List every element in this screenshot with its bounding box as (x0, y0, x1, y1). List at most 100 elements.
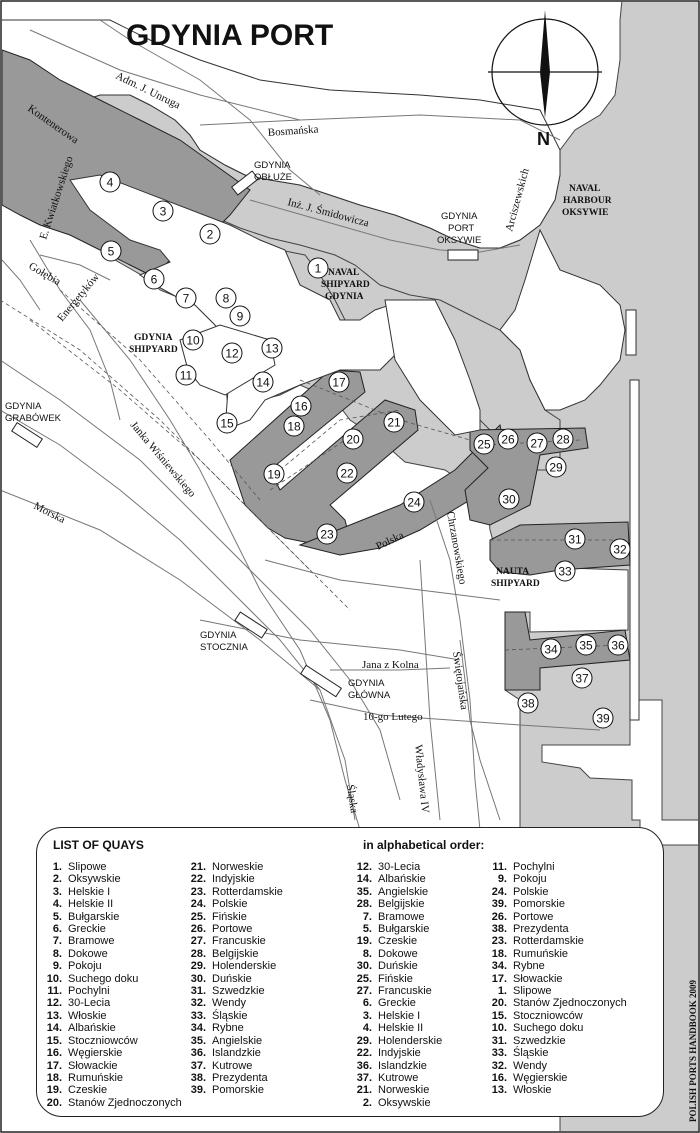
quay-marker-number: 34 (544, 642, 558, 656)
quay-marker-number: 21 (387, 415, 401, 429)
quay-list-item: 24.Polskie (482, 886, 627, 898)
quay-number: 9. (497, 873, 507, 886)
quay-name: Włoskie (68, 1009, 107, 1022)
quay-number: 25. (356, 972, 372, 985)
quay-list-item: 13.Włoskie (482, 1084, 627, 1096)
quay-name: Polskie (212, 898, 248, 911)
quay-marker-2: 2 (199, 223, 221, 245)
quay-list-item: 17.Słowackie (37, 1060, 182, 1072)
quay-marker-number: 5 (108, 244, 115, 258)
label-glowna-2: GŁÓWNA (348, 690, 391, 701)
quay-name: Helskie I (68, 885, 111, 898)
quay-number: 10. (46, 972, 62, 985)
quay-list-item: 5.Bułgarskie (347, 923, 442, 935)
label-nauta-2: SHIPYARD (491, 579, 540, 589)
quay-number: 39. (491, 898, 507, 911)
quay-marker-number: 39 (596, 711, 610, 725)
quay-name: Rybne (212, 1022, 244, 1035)
quay-marker-circle (199, 223, 221, 245)
quay-list-item: 37.Kutrowe (347, 1072, 442, 1084)
quay-marker-number: 16 (294, 399, 308, 413)
quay-marker-4: 4 (99, 171, 121, 193)
quay-name: Prezydenta (212, 1071, 268, 1084)
quay-list-item: 8.Dokowe (347, 948, 442, 960)
quay-number: 13. (46, 1009, 62, 1022)
label-naval-shipyard-2: SHIPYARD (321, 280, 370, 290)
quay-name: Pomorskie (513, 898, 565, 911)
quay-number: 7. (52, 935, 62, 948)
quay-name: Suchego doku (68, 972, 139, 985)
station-buildings (11, 170, 479, 698)
quay-number: 17. (46, 1059, 62, 1072)
quay-marker-number: 25 (477, 437, 491, 451)
quay-list-item: 26.Portowe (482, 911, 627, 923)
quay-list-item: 11.Pochylni (37, 985, 182, 997)
quay-number: 18. (491, 947, 507, 960)
quay-number: 23. (491, 935, 507, 948)
quay-name: Albańskie (68, 1022, 116, 1035)
quay-number: 16. (46, 1047, 62, 1060)
quay-number: 37. (190, 1059, 206, 1072)
quay-name: Slipowe (513, 985, 552, 998)
quay-number: 11. (47, 985, 62, 998)
quay-number: 6. (52, 923, 62, 936)
quay-name: Rumuńskie (68, 1071, 124, 1084)
quay-number: 30. (356, 960, 372, 973)
map-credit: POLISH PORTS HANDBOOK 2009 (688, 980, 698, 1122)
quay-marker-number: 29 (549, 460, 563, 474)
quay-list-item: 17.Słowackie (482, 973, 627, 985)
quay-list-item: 9.Pokoju (482, 873, 627, 885)
quay-marker-circle (152, 200, 174, 222)
quay-marker-15: 15 (216, 412, 238, 434)
breakwater-north (625, 309, 637, 356)
quay-marker-circle (498, 488, 520, 510)
quay-number: 34. (491, 960, 507, 973)
quay-marker-circle (182, 329, 204, 351)
quay-number: 7. (362, 910, 372, 923)
quay-list-item: 30.Duńskie (347, 960, 442, 972)
quay-list-item: 22.Indyjskie (181, 873, 283, 885)
facility-labels: NAVAL HARBOUR OKSYWIE NAVAL SHIPYARD GDY… (129, 184, 612, 589)
quay-name: Prezydenta (513, 923, 569, 936)
quay-list-item: 20.Stanów Zjednoczonych (37, 1097, 182, 1109)
quay-list-item: 1.Slipowe (482, 985, 627, 997)
quay-number: 21. (190, 861, 206, 873)
quay-marker-33: 33 (554, 560, 576, 582)
quay-list-item: 26.Portowe (181, 923, 283, 935)
quay-name: Helskie II (68, 898, 114, 911)
quay-marker-number: 1 (315, 261, 322, 275)
quay-marker-number: 28 (556, 432, 570, 446)
quay-number: 16. (491, 1071, 507, 1084)
quay-list-item: 24.Polskie (181, 898, 283, 910)
quay-name: Pokoju (68, 960, 102, 973)
street-wisniewskiego: Janka Wiśniewskiego (128, 419, 199, 500)
quay-number: 19. (356, 935, 372, 948)
quay-list-item: 30.Duńskie (181, 973, 283, 985)
quay-list-item: 31.Szwedzkie (181, 985, 283, 997)
quay-marker-23: 23 (316, 523, 338, 545)
quay-name: Śląskie (212, 1009, 248, 1022)
quay-list-item: 34.Rybne (482, 960, 627, 972)
quay-marker-38: 38 (517, 692, 539, 714)
quay-marker-circle (175, 287, 197, 309)
quay-marker-6: 6 (143, 268, 165, 290)
quay-name: Portowe (212, 923, 253, 936)
quay-name: Albańskie (378, 873, 426, 886)
quay-list-item: 2.Oksywskie (37, 873, 182, 885)
quay-list-item: 32.Wendy (181, 997, 283, 1009)
quay-marker-number: 23 (320, 527, 334, 541)
quay-name: Stoczniowców (513, 1009, 583, 1022)
quay-name: Oksywskie (378, 1096, 431, 1109)
quay-name: Fińskie (378, 972, 413, 985)
quay-marker-circle (342, 428, 364, 450)
label-naval-shipyard-3: GDYNIA (325, 292, 364, 302)
quay-name: Helskie II (378, 1022, 424, 1035)
label-oksywie-3: OKSYWIE (437, 235, 481, 246)
quay-marker-circle (263, 463, 285, 485)
quay-name: Greckie (378, 997, 416, 1010)
label-naval-harbour-2: HARBOUR (563, 196, 612, 206)
street-bosmanska: Bosmańska (267, 123, 319, 139)
quay-marker-number: 37 (575, 671, 589, 685)
naval-harbour-land (499, 228, 626, 411)
